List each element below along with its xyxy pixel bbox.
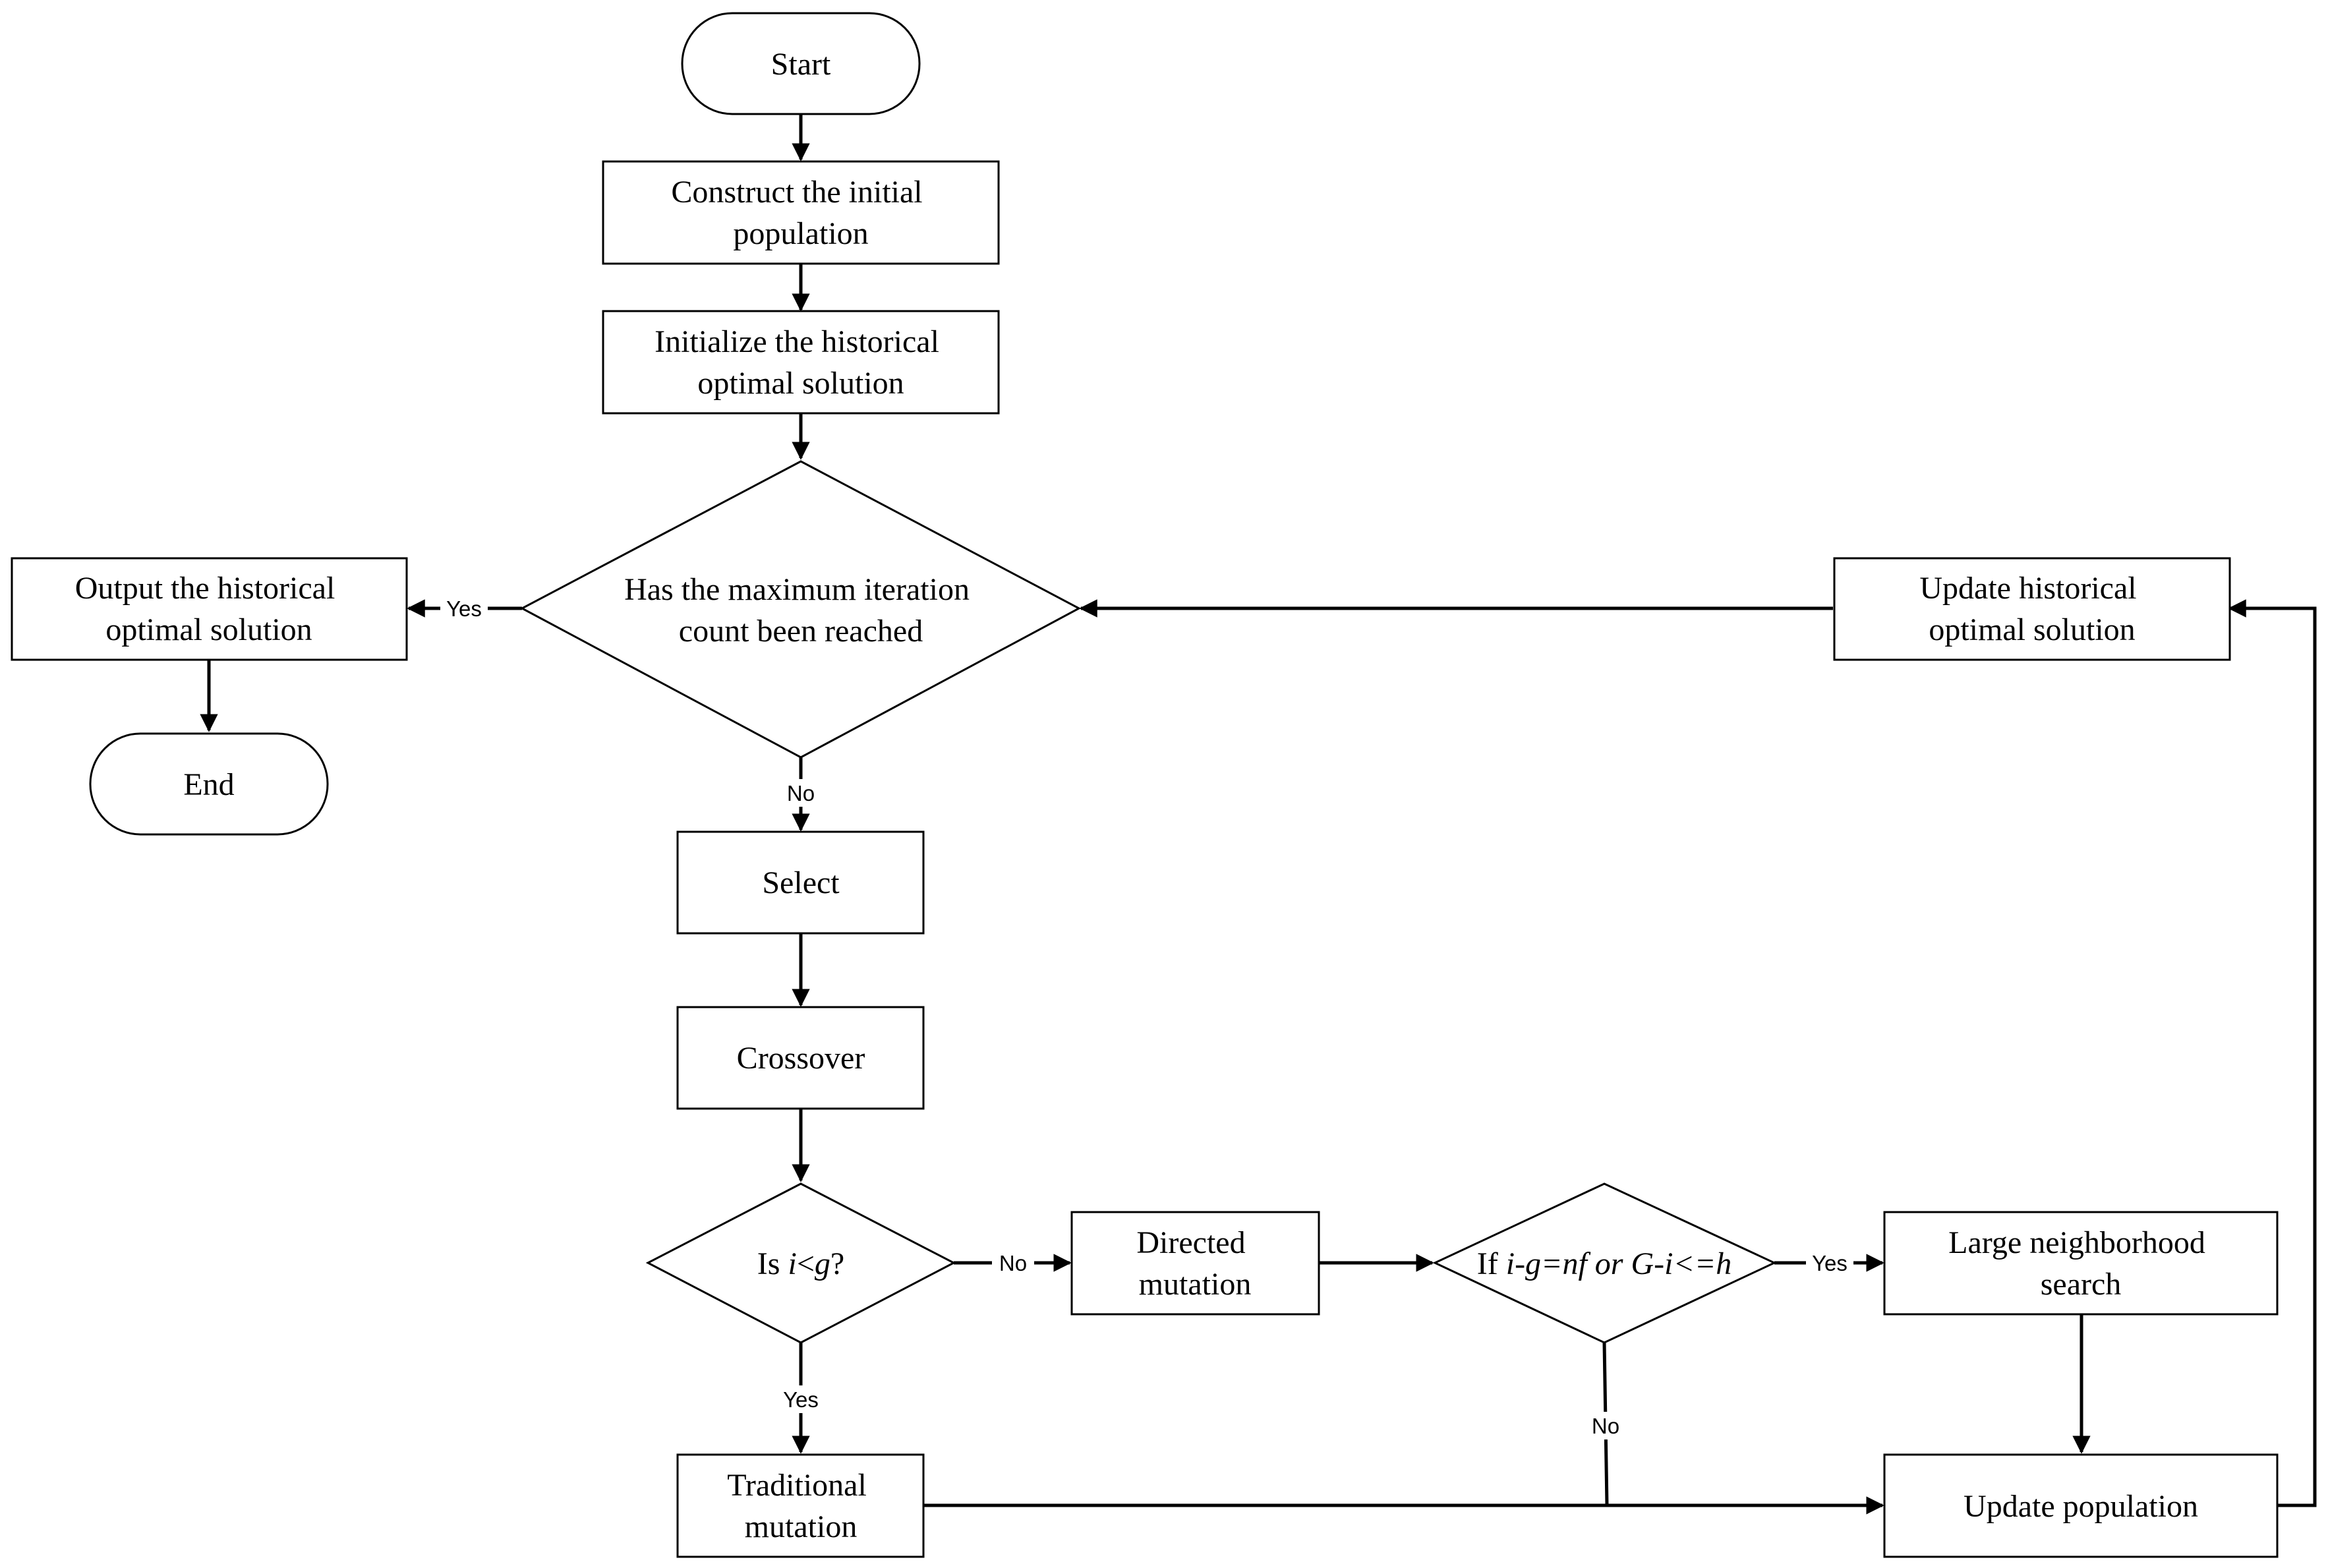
edge-label-yes-large: Yes (1812, 1251, 1848, 1275)
node-traditional-mutation-label: Traditional mutation (727, 1468, 875, 1544)
node-end-label: End (183, 767, 234, 802)
node-start-label: Start (771, 47, 831, 82)
process-shape (676, 1006, 925, 1110)
node-is-i-lt-g: Is i<g? (645, 1182, 956, 1344)
process-shape (1883, 1211, 2279, 1316)
edge-label-no-directed: No (999, 1251, 1027, 1275)
edge-label-bg (440, 595, 488, 622)
edge-label-no-select: No (787, 781, 815, 805)
node-select-label: Select (762, 865, 840, 900)
node-select: Select (676, 830, 925, 935)
edge-label-bg (1806, 1249, 1853, 1277)
node-large-neighborhood-label: Large neighborhood search (1948, 1225, 2213, 1302)
node-update-population: Update population (1883, 1453, 2279, 1558)
node-if-condition-label: If i-g=nf or G-i<=h (1477, 1246, 1731, 1281)
edge-label-no-update: No (1592, 1414, 1619, 1438)
edges (200, 114, 2317, 1515)
node-large-neighborhood: Large neighborhood search (1883, 1211, 2279, 1316)
node-directed-mutation: Directed mutation (1070, 1211, 1320, 1316)
decision-shape (1432, 1182, 1777, 1344)
edge-labels: Yes No No Yes Yes No (440, 595, 1853, 1439)
edge-label-bg (777, 1385, 825, 1413)
edge-label-bg (992, 1249, 1034, 1277)
edge-label-bg (1585, 1412, 1627, 1439)
process-shape (1070, 1211, 1320, 1316)
node-update-historical: Update historical optimal solution (1833, 557, 2231, 661)
edge-label-bg (780, 779, 822, 807)
node-crossover-label: Crossover (737, 1041, 865, 1076)
edge-label-yes-traditional: Yes (783, 1387, 819, 1412)
node-if-condition: If i-g=nf or G-i<=h (1432, 1182, 1777, 1344)
process-shape (676, 830, 925, 935)
node-max-iteration-label: Has the maximum iteration count been rea… (624, 572, 977, 649)
terminal-shape (681, 12, 921, 115)
process-shape (1833, 557, 2231, 661)
node-end: End (89, 732, 329, 836)
node-construct-label: Construct the initial population (671, 175, 930, 251)
node-update-population-label: Update population (1964, 1489, 2198, 1524)
node-output-label: Output the historical optimal solution (75, 571, 343, 647)
edge-label-yes-output: Yes (446, 596, 482, 621)
node-max-iteration: Has the maximum iteration count been rea… (519, 460, 1082, 759)
process-shape (1883, 1453, 2279, 1558)
node-output: Output the historical optimal solution (11, 557, 408, 661)
node-crossover: Crossover (676, 1006, 925, 1110)
node-construct: Construct the initial population (602, 160, 1000, 265)
process-shape (676, 1453, 925, 1558)
process-shape (602, 310, 1000, 415)
node-start: Start (681, 12, 921, 115)
edge-updatepop-updatehist (2228, 599, 2317, 1507)
decision-shape (645, 1182, 956, 1344)
node-directed-mutation-label: Directed mutation (1136, 1225, 1253, 1302)
node-is-i-lt-g-label: Is i<g? (757, 1246, 844, 1281)
node-traditional-mutation: Traditional mutation (676, 1453, 925, 1558)
process-shape (11, 557, 408, 661)
node-initialize-label: Initialize the historical optimal soluti… (655, 324, 947, 401)
terminal-shape (89, 732, 329, 836)
process-shape (602, 160, 1000, 265)
node-initialize: Initialize the historical optimal soluti… (602, 310, 1000, 415)
decision-shape (519, 460, 1082, 759)
node-update-historical-label: Update historical optimal solution (1919, 571, 2144, 647)
